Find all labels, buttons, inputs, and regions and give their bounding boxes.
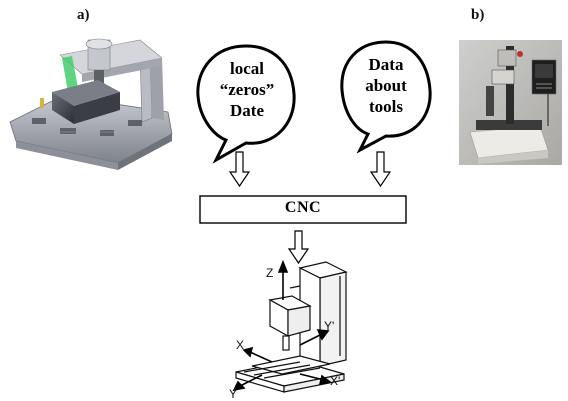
bubble-left-line2: “zeros” xyxy=(219,80,275,99)
bubble-right-line3: tools xyxy=(369,97,403,116)
bubble-local-zeros xyxy=(196,44,296,164)
bubble-left-line3: Date xyxy=(230,101,264,120)
axis-label-x-prime: X' xyxy=(330,374,340,388)
bubble-right-line1: Data xyxy=(368,55,404,74)
axis-label-y-prime: Y' xyxy=(324,319,334,333)
tool-presetter-photo xyxy=(459,40,562,165)
cnc-label: CNC xyxy=(284,199,322,216)
arrow-down-left-icon xyxy=(228,151,251,188)
cnc-box xyxy=(199,195,407,224)
bubble-right-line2: about xyxy=(365,76,407,95)
arrow-down-right-icon xyxy=(369,151,392,188)
axis-label-z: Z xyxy=(266,266,273,280)
axis-arrows xyxy=(232,259,332,392)
bubble-left-text: local “zeros” Date xyxy=(206,58,288,121)
panel-label-b: b) xyxy=(471,7,485,23)
milling-machine-schematic xyxy=(235,261,348,393)
axis-label-y: Y xyxy=(229,387,237,401)
bubble-right-text: Data about tools xyxy=(348,54,424,117)
machine-render-image xyxy=(9,38,173,170)
axis-label-x: X xyxy=(236,338,244,352)
bubble-left-line1: local xyxy=(230,59,264,78)
panel-label-a: a) xyxy=(77,7,90,23)
bubble-tool-data xyxy=(340,40,432,154)
arrow-down-center-icon xyxy=(287,230,310,265)
